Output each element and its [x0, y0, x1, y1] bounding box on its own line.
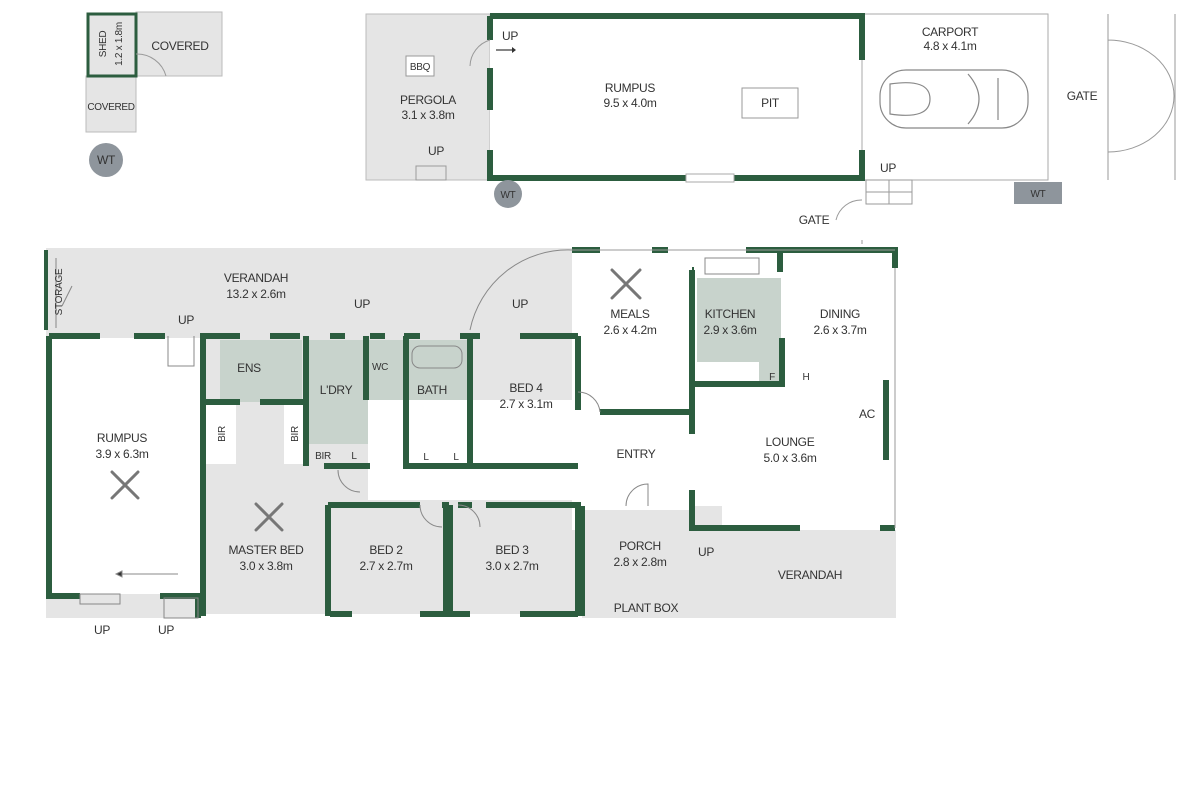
bed2-size: 2.7 x 2.7m	[359, 559, 412, 573]
bbq-label: BBQ	[410, 62, 431, 73]
rumpus-label: RUMPUS	[97, 431, 147, 445]
laundry-label: L'DRY	[320, 383, 353, 397]
wc-label: WC	[372, 362, 388, 373]
verandah-rear-size: 13.2 x 2.6m	[226, 287, 286, 301]
up-label: UP	[880, 161, 896, 175]
meals-size: 2.6 x 4.2m	[603, 323, 656, 337]
gate-label: GATE	[1067, 89, 1098, 103]
shed-label: SHED	[98, 31, 109, 58]
water-tank-label: WT	[1031, 189, 1046, 200]
master-bed-size: 3.0 x 3.8m	[239, 559, 292, 573]
covered-label: COVERED	[151, 39, 209, 53]
master-bed-label: MASTER BED	[228, 543, 304, 557]
outbuilding: BBQ PERGOLA 3.1 x 3.8m UP UP RUMPUS 9.5 …	[365, 13, 1176, 244]
bed2-label: BED 2	[369, 543, 403, 557]
porch-label: PORCH	[619, 539, 661, 553]
ensuite-label: ENS	[237, 361, 261, 375]
linen-label: L	[423, 452, 429, 463]
pergola-size: 3.1 x 3.8m	[401, 108, 454, 122]
bir-label: BIR	[217, 426, 228, 442]
bed3-label: BED 3	[495, 543, 529, 557]
verandah-rear-label: VERANDAH	[224, 271, 288, 285]
carport-size: 4.8 x 4.1m	[923, 39, 976, 53]
kitchen-label: KITCHEN	[705, 307, 756, 321]
water-tank-icon	[1014, 182, 1062, 204]
linen-label: L	[351, 451, 357, 462]
storage-label: STORAGE	[54, 268, 65, 315]
ac-label: AC	[859, 407, 876, 421]
up-label: UP	[178, 313, 194, 327]
shed-size: 1.2 x 1.8m	[114, 22, 125, 66]
bed4-size: 2.7 x 3.1m	[499, 397, 552, 411]
plant-box-label: PLANT BOX	[614, 601, 679, 615]
pit-label: PIT	[761, 96, 780, 110]
carport-label: CARPORT	[922, 25, 979, 39]
linen-label: L	[453, 452, 459, 463]
gate-label: GATE	[799, 213, 830, 227]
bath-label: BATH	[417, 383, 447, 397]
ceiling-fan-icon	[110, 268, 642, 532]
shed-area: SHED 1.2 x 1.8m COVERED COVERED WT	[85, 11, 223, 177]
lounge-label: LOUNGE	[766, 435, 815, 449]
up-label: UP	[94, 623, 110, 637]
car-icon	[879, 69, 1029, 129]
verandah-front-label: VERANDAH	[778, 568, 842, 582]
up-label: UP	[512, 297, 528, 311]
up-label: UP	[428, 144, 444, 158]
water-tank-icon	[494, 180, 522, 208]
entry-label: ENTRY	[617, 447, 656, 461]
house-fills	[46, 248, 896, 618]
water-tank-label: WT	[501, 190, 516, 201]
dining-label: DINING	[820, 307, 860, 321]
up-label: UP	[354, 297, 370, 311]
rumpus-outbuilding-size: 9.5 x 4.0m	[603, 96, 656, 110]
kitchen-size: 2.9 x 3.6m	[703, 323, 756, 337]
water-tank-icon	[89, 143, 123, 177]
up-label: UP	[502, 29, 518, 43]
pergola-label: PERGOLA	[400, 93, 456, 107]
bir-label: BIR	[290, 426, 301, 442]
bed4-label: BED 4	[509, 381, 543, 395]
fridge-label: F	[769, 372, 775, 383]
bir-label: BIR	[315, 451, 331, 462]
lounge-size: 5.0 x 3.6m	[763, 451, 816, 465]
dining-size: 2.6 x 3.7m	[813, 323, 866, 337]
hot-water-label: H	[803, 372, 810, 383]
covered-label: COVERED	[87, 102, 134, 113]
up-label: UP	[158, 623, 174, 637]
rumpus-outbuilding-label: RUMPUS	[605, 81, 655, 95]
meals-label: MEALS	[610, 307, 649, 321]
rumpus-size: 3.9 x 6.3m	[95, 447, 148, 461]
up-label: UP	[698, 545, 714, 559]
bed3-size: 3.0 x 2.7m	[485, 559, 538, 573]
water-tank-label: WT	[97, 153, 116, 167]
porch-size: 2.8 x 2.8m	[613, 555, 666, 569]
fixtures	[55, 249, 760, 619]
